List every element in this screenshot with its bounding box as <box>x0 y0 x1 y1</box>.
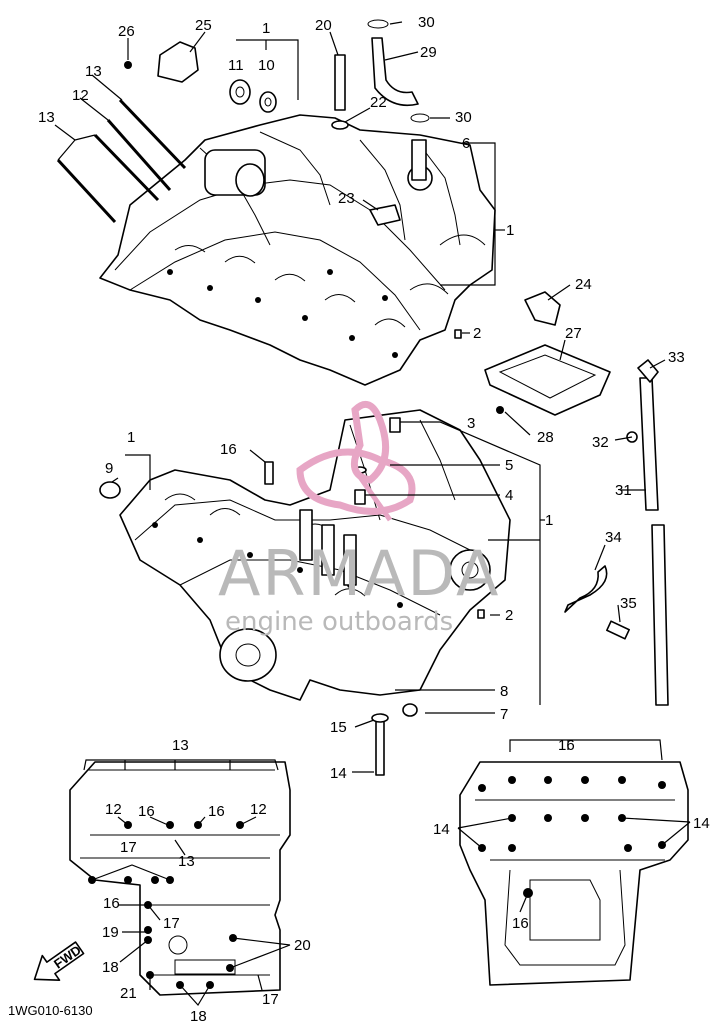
callout-12: 12 <box>250 801 267 818</box>
callout-25: 25 <box>195 17 212 34</box>
bearing-and-cover <box>124 41 277 113</box>
callout-labels: 26 25 1 11 10 20 30 29 13 12 22 30 13 6 … <box>8 14 710 1025</box>
callout-3: 3 <box>467 415 475 432</box>
callout-12: 12 <box>105 801 122 818</box>
callout-21: 21 <box>120 985 137 1002</box>
callout-4: 4 <box>505 487 513 504</box>
callout-33: 33 <box>668 349 685 366</box>
crankcase-bolts-upper <box>56 98 187 224</box>
bracket-and-plate <box>484 291 611 416</box>
drawing-code: 1WG010-6130 <box>8 1003 93 1018</box>
callout-16: 16 <box>220 441 237 458</box>
bottom-right-view <box>459 761 689 986</box>
callout-19: 19 <box>102 924 119 941</box>
callout-13: 13 <box>172 737 189 754</box>
callout-1: 1 <box>127 429 135 446</box>
watermark-tagline: engine outboards <box>225 607 453 637</box>
callout-13: 13 <box>85 63 102 80</box>
callout-30: 30 <box>455 109 472 126</box>
top-bolts <box>331 54 427 226</box>
callout-28: 28 <box>537 429 554 446</box>
callout-34: 34 <box>605 529 622 546</box>
callout-10: 10 <box>258 57 275 74</box>
callout-16: 16 <box>208 803 225 820</box>
callout-27: 27 <box>565 325 582 342</box>
fwd-arrow: FWD <box>33 941 85 981</box>
upper-crankcase <box>99 114 496 386</box>
callout-13: 13 <box>38 109 55 126</box>
callout-24: 24 <box>575 276 592 293</box>
callout-7: 7 <box>500 706 508 723</box>
callout-1: 1 <box>262 20 270 37</box>
callout-17: 17 <box>163 915 180 932</box>
callout-15: 15 <box>330 719 347 736</box>
callout-14: 14 <box>433 821 450 838</box>
callout-11: 11 <box>228 57 244 74</box>
callout-1: 1 <box>506 222 514 239</box>
callout-17: 17 <box>120 839 137 856</box>
callout-14: 14 <box>693 815 710 832</box>
breather-hose <box>367 19 430 123</box>
callout-18: 18 <box>102 959 119 976</box>
callout-13: 13 <box>178 853 195 870</box>
callout-29: 29 <box>420 44 437 61</box>
callout-30: 30 <box>418 14 435 31</box>
callout-31: 31 <box>615 482 632 499</box>
callout-6: 6 <box>462 135 470 152</box>
watermark-brand: ARMADA <box>218 537 500 610</box>
callout-9: 9 <box>105 460 113 477</box>
callout-2: 2 <box>473 325 481 342</box>
callout-16: 16 <box>558 737 575 754</box>
callout-2: 2 <box>505 607 513 624</box>
watermark: ARMADA engine outboards <box>218 400 500 637</box>
leader-lines <box>54 21 691 1007</box>
callout-32: 32 <box>592 434 609 451</box>
callout-22: 22 <box>370 94 387 111</box>
callout-16: 16 <box>512 915 529 932</box>
callout-16: 16 <box>138 803 155 820</box>
callout-18: 18 <box>190 1008 207 1025</box>
callout-14: 14 <box>330 765 347 782</box>
clamp-bracket <box>564 565 630 640</box>
callout-12: 12 <box>72 87 89 104</box>
callout-16: 16 <box>103 895 120 912</box>
callout-26: 26 <box>118 23 135 40</box>
callout-17: 17 <box>262 991 279 1008</box>
callout-35: 35 <box>620 595 637 612</box>
oil-hose <box>626 359 669 706</box>
callout-20: 20 <box>294 937 311 954</box>
callout-20: 20 <box>315 17 332 34</box>
callout-1: 1 <box>545 512 553 529</box>
callout-5: 5 <box>505 457 513 474</box>
callout-23: 23 <box>338 190 355 207</box>
callout-8: 8 <box>500 683 508 700</box>
